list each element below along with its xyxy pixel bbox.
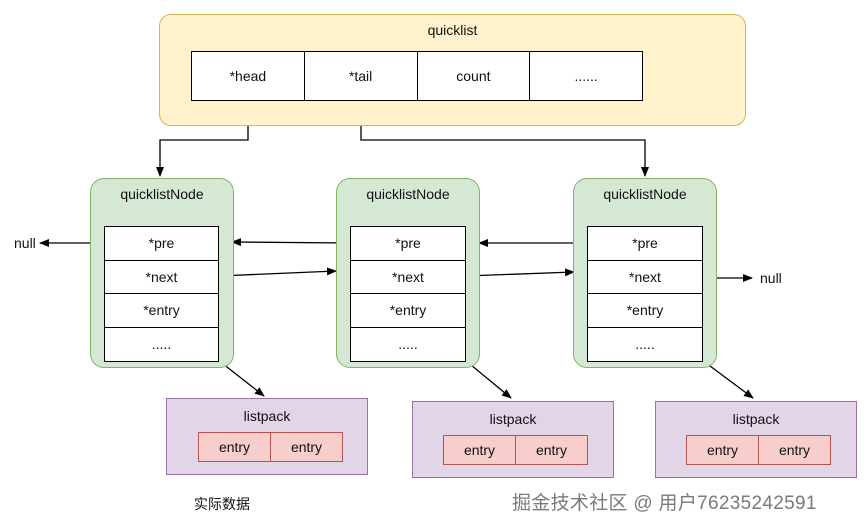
node2-entry-arrow — [464, 359, 512, 399]
quicklist-field-count: count — [418, 52, 531, 100]
quicklist-node-2-title: quicklistNode — [366, 186, 450, 202]
node2-next-arrow — [464, 268, 575, 277]
node-3-field-next: *next — [588, 261, 702, 294]
node-1-field-next: *next — [105, 261, 218, 294]
listpack-3-entries: entry entry — [686, 435, 831, 465]
listpack-3-title: listpack — [732, 411, 780, 427]
listpack-1-title: listpack — [243, 408, 291, 424]
listpack-2-entries: entry entry — [443, 435, 588, 465]
listpack-3-entry: entry — [687, 436, 759, 464]
listpack-2-title: listpack — [489, 411, 537, 427]
quicklist-node-3-title: quicklistNode — [603, 186, 687, 202]
listpack-2-entry: entry — [444, 436, 516, 464]
quicklist-field-tail: *tail — [305, 52, 418, 100]
quicklist-fields: *head *tail count ...... — [191, 51, 643, 101]
node-2-field-more: ..... — [398, 336, 418, 353]
null-right-label: null — [760, 270, 782, 286]
quicklist-node-2-fields: *pre *next *entry ..... — [350, 226, 466, 362]
quicklist-field-more: ...... — [574, 68, 598, 84]
listpack-3-entry: entry — [778, 442, 811, 458]
node-1-field-more: ..... — [151, 336, 172, 353]
null-left-label: null — [14, 235, 36, 251]
node1-next-arrow — [217, 267, 337, 277]
node-1-field-entry: *entry — [105, 294, 218, 328]
quicklist-node-3-fields: *pre *next *entry ..... — [587, 226, 703, 362]
node3-entry-arrow — [701, 359, 754, 399]
node-3-field-pre: *pre — [588, 227, 702, 261]
actual-data-caption: 实际数据 — [194, 496, 250, 512]
listpack-1-entry: entry — [199, 433, 271, 461]
node-1-field-pre: *pre — [105, 227, 218, 261]
watermark: 掘金技术社区 @ 用户76235242591 — [512, 493, 817, 514]
node-2-field-pre: *pre — [351, 227, 465, 261]
node2-pre-arrow — [231, 238, 351, 247]
node-2-field-entry: *entry — [351, 294, 465, 328]
quicklist-node-1-title: quicklistNode — [120, 186, 204, 202]
quicklist-field-head: *head — [192, 52, 305, 100]
quicklist-title: quicklist — [427, 22, 478, 38]
node-3-field-entry: *entry — [588, 294, 702, 328]
listpack-1-entries: entry entry — [198, 432, 343, 462]
quicklist-node-1-fields: *pre *next *entry ..... — [104, 226, 219, 362]
node-3-field-more: ..... — [635, 336, 655, 353]
listpack-1-entry: entry — [290, 439, 323, 455]
node-2-field-next: *next — [351, 261, 465, 294]
listpack-2-entry: entry — [535, 442, 568, 458]
